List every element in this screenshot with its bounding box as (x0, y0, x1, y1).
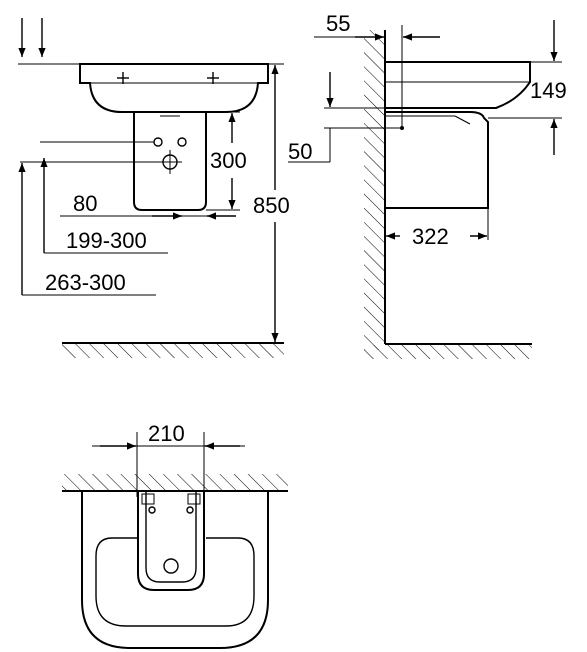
front-basin-outline (79, 63, 269, 113)
front-floor-hatch (62, 344, 284, 358)
dim-80-label: 80 (73, 191, 97, 216)
side-floor-hatch (364, 345, 532, 359)
front-half-pedestal (133, 112, 207, 211)
top-fixing-right (186, 506, 194, 514)
dim-199-300-label: 199-300 (66, 228, 147, 253)
top-view: 210 (62, 421, 288, 649)
supply-connection-right (177, 137, 187, 147)
top-pedestal (137, 491, 205, 591)
supply-connection-left (153, 137, 163, 147)
front-view: 300 80 850 199-300 263-300 (18, 18, 290, 358)
side-wall-hatch (364, 30, 384, 350)
top-basin-bowl (95, 537, 255, 627)
side-basin-profile (385, 61, 531, 109)
top-fixing-left (148, 506, 156, 514)
side-half-pedestal (385, 111, 489, 209)
right-fixing-cross (207, 72, 219, 84)
top-basin-outline (81, 491, 269, 649)
dim-50-label: 50 (288, 139, 312, 164)
dim-322-label: 322 (412, 224, 449, 249)
dim-210-label: 210 (148, 421, 185, 446)
dim-300-label: 300 (210, 148, 247, 173)
top-wall-hatch (62, 474, 288, 490)
side-view: 55 149 50 322 (288, 11, 567, 359)
dim-850-label: 850 (253, 193, 290, 218)
dim-55-label: 55 (326, 11, 350, 36)
top-drain (163, 558, 179, 574)
dim-263-300-label: 263-300 (45, 270, 126, 295)
left-fixing-cross (117, 72, 129, 84)
dim-149-label: 149 (530, 78, 567, 103)
